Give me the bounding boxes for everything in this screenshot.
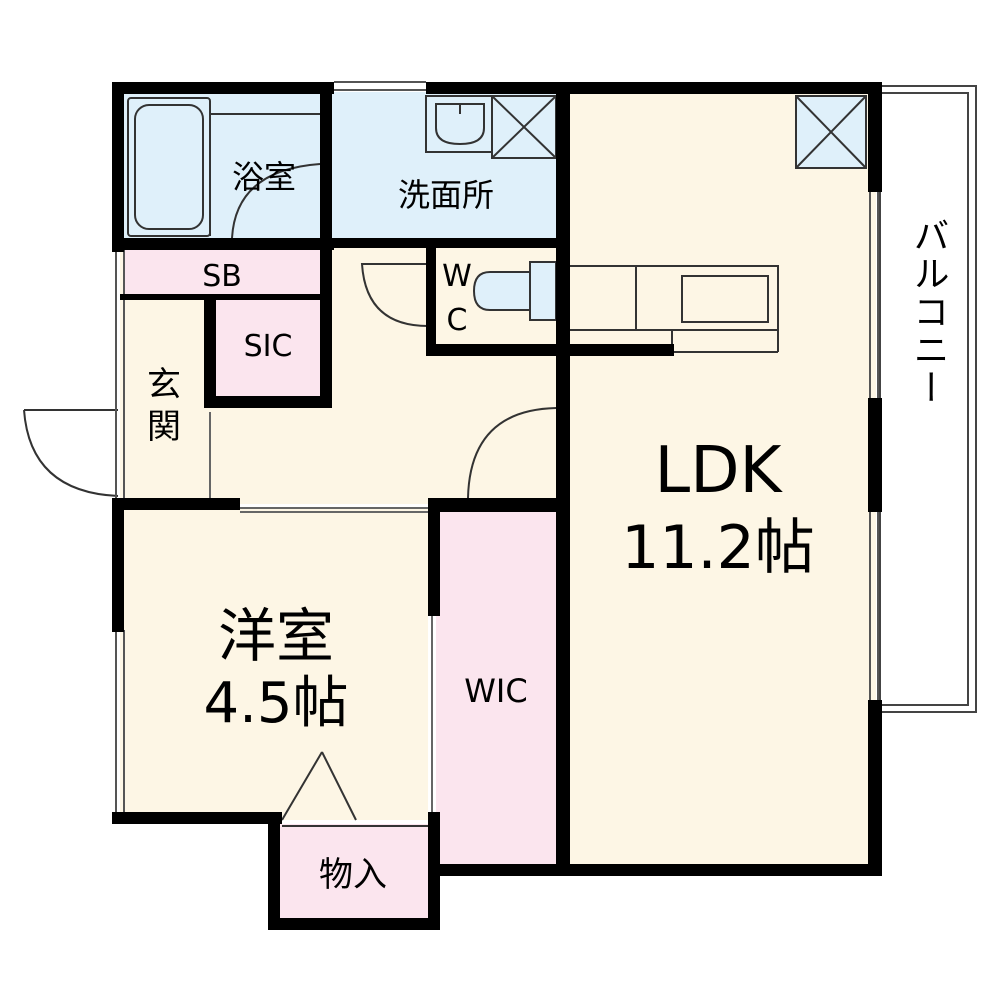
fridge-space-icon — [795, 95, 867, 169]
storage-door — [281, 751, 428, 827]
western-room-fill — [120, 508, 428, 820]
storage-label: 物入 — [319, 855, 387, 895]
ldk-label: LDK — [655, 434, 784, 508]
storage-fill — [276, 824, 428, 920]
sb-label: SB — [202, 259, 242, 294]
windows — [115, 81, 879, 820]
bath-door-swing — [231, 163, 321, 239]
western-room-size-label: 4.5帖 — [203, 671, 348, 736]
entrance-label-1: 玄 — [147, 365, 181, 405]
wic-fill — [436, 512, 556, 864]
wc-label-w: W — [442, 259, 472, 294]
walls — [112, 82, 882, 930]
ldk-door-swing — [467, 407, 557, 499]
ldk-size-label: 11.2帖 — [621, 513, 815, 583]
entrance-label-2: 関 — [147, 407, 181, 447]
balcony-label: バルコニー — [908, 217, 949, 407]
sic-label: SIC — [244, 329, 293, 364]
wc-label-c: C — [447, 303, 468, 338]
front-door-swing — [23, 409, 119, 497]
bath-label: 浴室 — [232, 158, 296, 196]
ldk-fill — [566, 92, 876, 864]
western-room-label: 洋室 — [218, 602, 334, 670]
washroom-label: 洗面所 — [398, 176, 494, 214]
sink-icon — [425, 95, 493, 153]
sic-fill — [214, 298, 330, 398]
bathtub-icon — [127, 97, 211, 237]
sb-fill — [124, 250, 328, 294]
wic-label: WIC — [464, 672, 527, 710]
